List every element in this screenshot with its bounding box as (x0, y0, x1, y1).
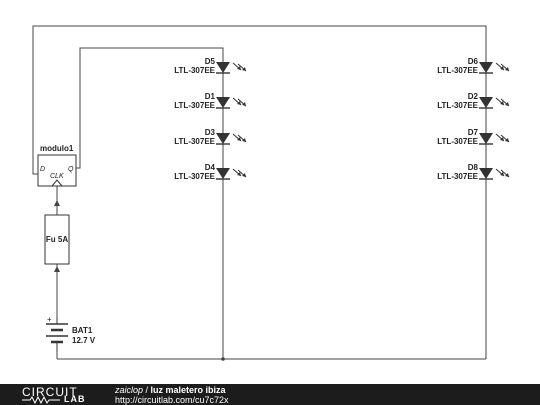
wires (32, 25, 487, 360)
arrow-head-icon (500, 66, 504, 70)
battery (46, 317, 68, 352)
arrow-head-icon (505, 67, 509, 71)
led-id: D4 (205, 163, 216, 172)
module-pin-d: D (40, 166, 45, 173)
led-triangle (216, 97, 230, 108)
led-id: D3 (205, 128, 216, 137)
led-id: D1 (205, 92, 216, 101)
arrow-up-icon (54, 266, 60, 272)
led-part: LTL-307EE (437, 66, 478, 75)
led-id: D7 (468, 128, 479, 137)
module1: modulo1 D Q CLK (37, 144, 77, 187)
led-id: D8 (468, 163, 479, 172)
led-triangle (479, 97, 493, 108)
led-triangle (479, 62, 493, 73)
resistor-wave-icon (22, 396, 60, 404)
arrow-head-icon (242, 102, 246, 106)
arrow-head-icon (242, 67, 246, 71)
battery-plus-sign: + (47, 315, 52, 324)
arrow-head-icon (500, 172, 504, 176)
credit-line: zaiclop / luz maletero ibiza (115, 385, 226, 395)
arrow-head-icon (242, 173, 246, 177)
arrow-head-icon (237, 66, 241, 70)
fuse-body (44, 214, 70, 265)
led-triangle (216, 168, 230, 179)
circuitlab-logo[interactable]: CIRCUIT LAB (22, 386, 92, 404)
schematic: modulo1 D Q CLK Fu 5A + BAT1 12.7 V D5LT… (32, 25, 510, 361)
led-part: LTL-307EE (437, 137, 478, 146)
module-body (37, 154, 77, 187)
wire-outer-loop (32, 25, 487, 175)
module-pin-q: Q (68, 166, 74, 173)
arrow-head-icon (237, 172, 241, 176)
led-part: LTL-307EE (437, 101, 478, 110)
battery-name: BAT1 (72, 326, 93, 335)
circuit-title: luz maletero ibiza (150, 385, 226, 395)
led-id: D2 (468, 92, 479, 101)
module-name: modulo1 (40, 144, 74, 153)
credit-separator: / (143, 385, 151, 395)
led-id: D5 (205, 57, 216, 66)
battery-voltage: 12.7 V (72, 336, 96, 345)
arrow-head-icon (500, 101, 504, 105)
flow-arrows (54, 200, 60, 272)
led-part: LTL-307EE (174, 101, 215, 110)
logo-text-circuit: CIRCUIT (22, 385, 78, 399)
led-layer: D5LTL-307EED1LTL-307EED3LTL-307EED4LTL-3… (174, 57, 510, 181)
arrow-head-icon (237, 137, 241, 141)
led-part: LTL-307EE (174, 172, 215, 181)
led-part: LTL-307EE (174, 66, 215, 75)
arrow-head-icon (237, 101, 241, 105)
arrow-up-icon (54, 200, 60, 206)
led-triangle (216, 62, 230, 73)
arrow-head-icon (505, 138, 509, 142)
arrow-head-icon (242, 138, 246, 142)
footer-bar (0, 384, 540, 405)
led-part: LTL-307EE (174, 137, 215, 146)
led-triangle (479, 168, 493, 179)
clk-triangle (51, 179, 63, 187)
led-part: LTL-307EE (437, 172, 478, 181)
module-pin-clk: CLK (50, 173, 64, 180)
arrow-head-icon (505, 102, 509, 106)
arrow-head-icon (505, 173, 509, 177)
led-id: D6 (468, 57, 479, 66)
led-triangle (479, 133, 493, 144)
author-link[interactable]: zaiclop (115, 385, 144, 395)
fuse: Fu 5A (44, 214, 70, 265)
led-triangle (216, 133, 230, 144)
junction-dot (221, 357, 225, 361)
fuse-label: Fu 5A (46, 235, 68, 244)
wire-q-output (76, 47, 224, 169)
logo-text-lab: LAB (64, 394, 86, 404)
arrow-head-icon (500, 137, 504, 141)
circuit-url[interactable]: http://circuitlab.com/cu7c72x (115, 395, 229, 405)
